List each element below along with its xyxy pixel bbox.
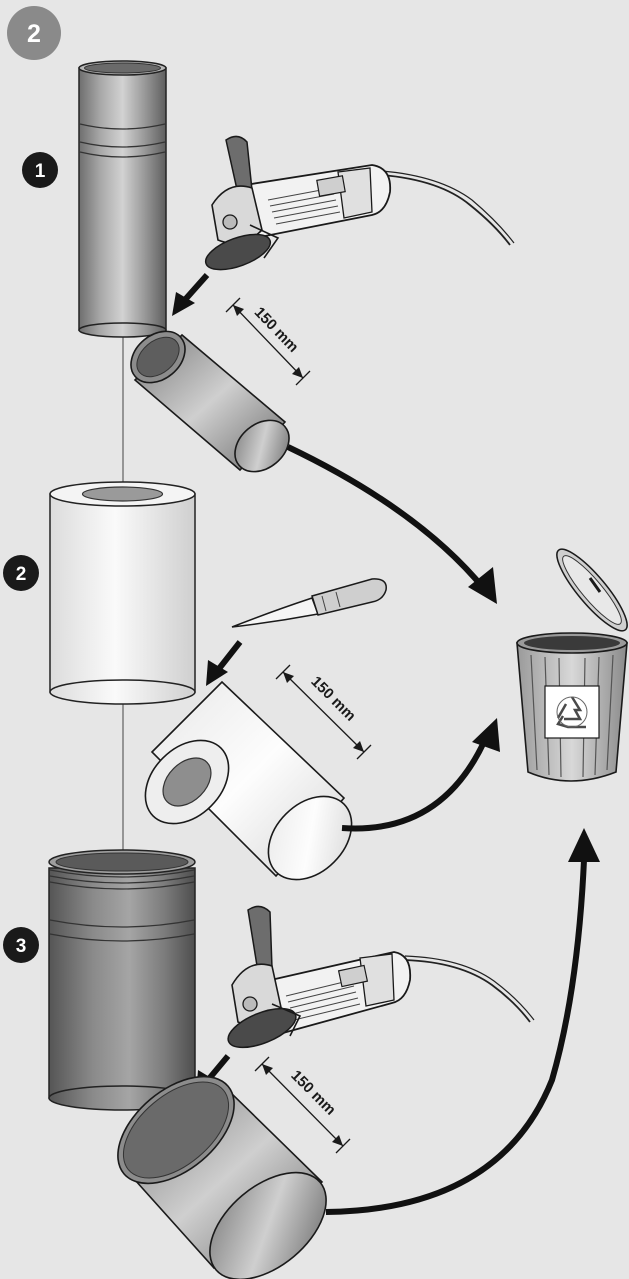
arrow-to-bin-1 [288,447,485,590]
arrow-head-icon [568,828,600,862]
utility-knife-icon [232,579,386,627]
arrow-icon [218,642,240,670]
step-badge-number: 2 [27,20,41,48]
metal-pipe [79,61,166,337]
step-number-3-label: 3 [16,936,27,957]
angle-grinder-icon [201,136,514,276]
arrow-head-icon [472,718,500,752]
arrow-icon [183,275,207,302]
dimension-3-label: 150 mm [287,1067,339,1119]
dimension-1: 150 mm [226,298,310,385]
arrow-to-bin-3 [326,860,584,1212]
step-number-2: 2 [3,555,39,591]
step-number-1-label: 1 [35,161,46,182]
step-number-2-label: 2 [16,564,27,585]
dimension-2-label: 150 mm [307,673,359,725]
step-number-1: 1 [22,152,58,188]
cut-pipe-piece-1 [121,321,299,482]
step-badge: 2 [7,6,61,60]
arrow-to-bin-2 [342,742,484,828]
insulation-sleeve [50,482,195,704]
angle-grinder-icon [223,906,534,1055]
dimension-1-label: 150 mm [251,304,302,356]
recycle-bin-icon [517,541,629,781]
step-number-3: 3 [3,927,39,963]
wide-metal-pipe [49,850,195,1110]
dimension-2: 150 mm [276,665,371,759]
